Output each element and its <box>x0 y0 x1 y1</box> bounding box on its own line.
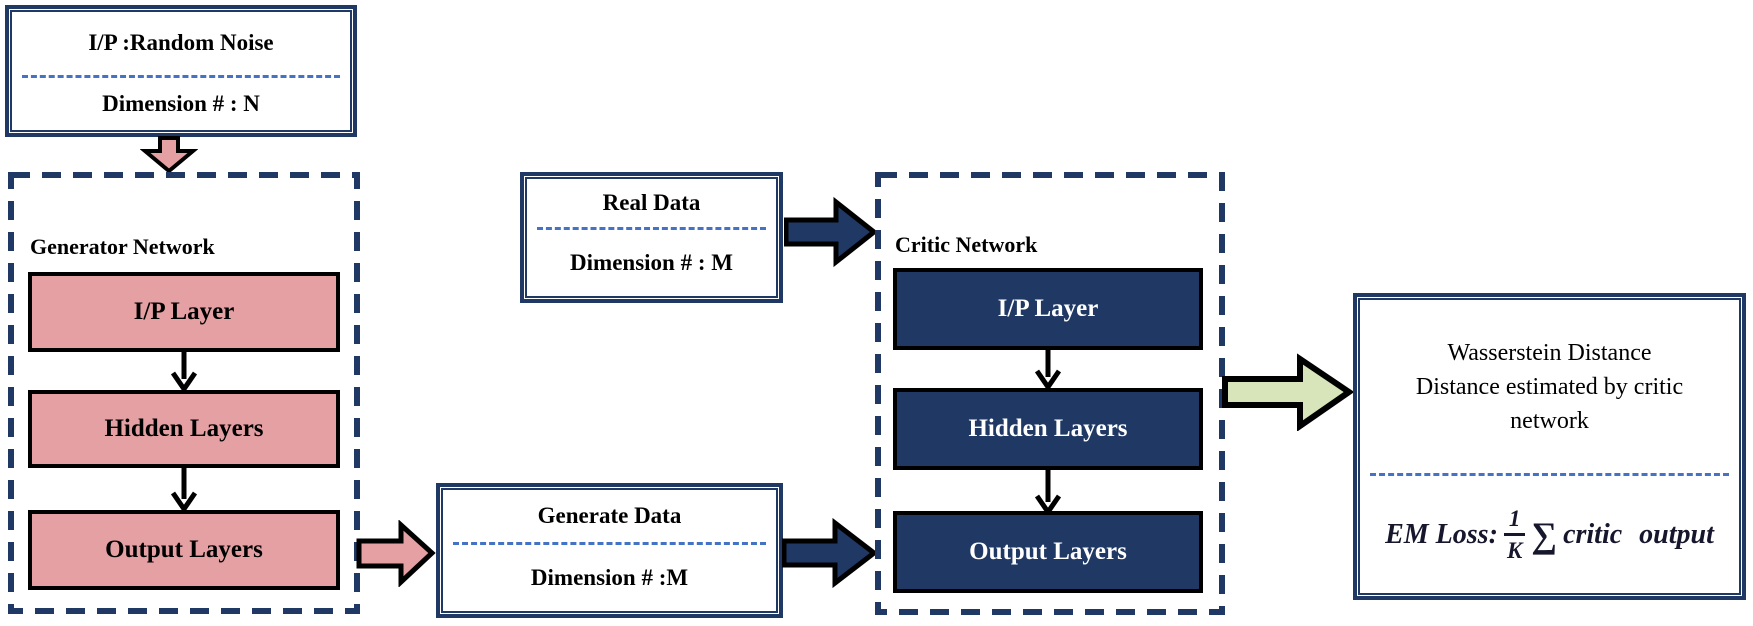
arrow-generate-data-to-critic <box>782 518 878 588</box>
generator-output-layers: Output Layers <box>28 510 340 590</box>
formula-denominator: K <box>1506 538 1523 563</box>
random-noise-title: I/P :Random Noise <box>88 30 274 56</box>
dashed-divider <box>22 74 340 78</box>
random-noise-box: I/P :Random Noise Dimension # : N <box>5 5 357 137</box>
wasserstein-title-line-3: network <box>1510 407 1589 434</box>
wasserstein-title-line-1: Wasserstein Distance <box>1447 339 1652 366</box>
wasserstein-title: Wasserstein Distance Distance estimated … <box>1360 300 1739 473</box>
em-loss-formula-row: EM Loss: 1 K ∑ critic output <box>1385 507 1714 562</box>
dashed-divider <box>537 227 766 230</box>
wasserstein-box: Wasserstein Distance Distance estimated … <box>1353 293 1746 600</box>
arrow-real-data-to-critic <box>784 196 878 268</box>
generate-data-box: Generate Data Dimension # :M <box>436 483 783 618</box>
generator-hidden-layers: Hidden Layers <box>28 390 340 468</box>
arrow-generator-ip-to-hidden <box>170 351 198 391</box>
formula-fraction: 1 K <box>1503 507 1526 563</box>
arrow-noise-to-generator <box>140 136 198 173</box>
arrow-critic-hidden-to-output <box>1034 469 1062 514</box>
random-noise-box-inner: I/P :Random Noise Dimension # : N <box>10 10 352 132</box>
critic-ip-layer: I/P Layer <box>893 268 1203 350</box>
generator-network-label: Generator Network <box>30 234 215 259</box>
generate-data-dimension-label: Dimension # :M <box>530 565 689 590</box>
summation-icon: ∑ <box>1531 514 1558 555</box>
dashed-divider <box>1370 473 1729 476</box>
formula-numerator: 1 <box>1503 507 1526 536</box>
critic-output-layers: Output Layers <box>893 511 1203 593</box>
arrow-generator-hidden-to-output <box>170 467 198 511</box>
arrow-generator-to-generate-data <box>356 520 436 587</box>
generator-ip-layer: I/P Layer <box>28 272 340 352</box>
wasserstein-title-line-2: Distance estimated by critic <box>1415 373 1684 400</box>
formula-prefix: EM Loss: <box>1385 518 1498 550</box>
dashed-divider <box>453 542 766 545</box>
real-data-box: Real Data Dimension # : M <box>520 172 783 303</box>
generate-data-title: Generate Data <box>537 503 682 528</box>
arrow-critic-to-wasserstein <box>1222 353 1355 431</box>
em-loss-formula: EM Loss: 1 K ∑ critic output <box>1360 476 1739 593</box>
generate-data-box-inner: Generate Data Dimension # :M <box>441 488 778 613</box>
random-noise-dimension-label: Dimension # : N <box>102 90 260 116</box>
critic-network-label: Critic Network <box>895 232 1038 257</box>
generator-network-group <box>8 172 360 614</box>
real-data-title: Real Data <box>602 190 701 215</box>
formula-suffix: critic output <box>1563 518 1714 550</box>
real-data-box-inner: Real Data Dimension # : M <box>525 177 778 298</box>
critic-hidden-layers: Hidden Layers <box>893 388 1203 470</box>
real-data-dimension-label: Dimension # : M <box>570 250 733 275</box>
arrow-critic-ip-to-hidden <box>1034 350 1062 389</box>
generator-group-dashed-border <box>8 172 360 614</box>
wasserstein-box-inner: Wasserstein Distance Distance estimated … <box>1358 298 1741 595</box>
